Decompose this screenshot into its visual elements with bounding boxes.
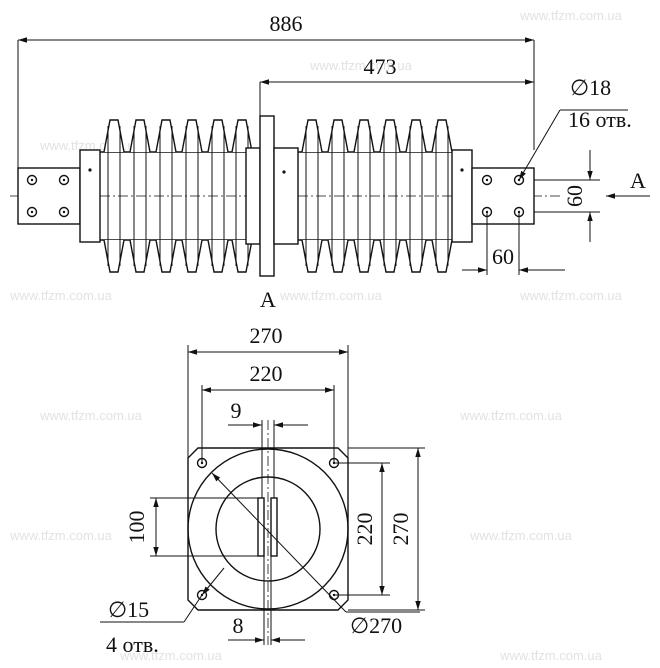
watermark-layer: www.tfzm.com.ua www.tfzm.com.ua www.tfzm… xyxy=(9,8,623,663)
insulator-shed xyxy=(379,119,401,273)
dim-circle-diameter: ∅270 xyxy=(350,613,402,638)
insulator-shed-edge xyxy=(409,126,423,266)
left-end-cap xyxy=(79,149,101,243)
insulator-shed-edge xyxy=(383,126,397,266)
insulator-shed-edge xyxy=(159,126,173,266)
watermark: www.tfzm.com.ua xyxy=(39,408,143,423)
dim-bolt-hole-count: 4 отв. xyxy=(106,632,159,657)
insulator-shed-edge xyxy=(305,126,319,266)
dim-slot-height: 100 xyxy=(124,511,149,544)
mid-flange-ring xyxy=(245,147,261,245)
dim-bolt-pitch-y: 220 xyxy=(352,513,377,546)
insulator-shed xyxy=(327,119,349,273)
insulator-sheds xyxy=(103,119,453,273)
insulator-shed-edge xyxy=(357,126,371,266)
dim-hole-spacing-horizontal: 60 xyxy=(492,244,514,269)
end-view-title: A xyxy=(260,287,276,312)
watermark: www.tfzm.com.ua xyxy=(9,288,113,303)
right-end-cap xyxy=(451,149,473,243)
dim-hole-count: 16 отв. xyxy=(568,107,632,132)
watermark: www.tfzm.com.ua xyxy=(309,58,413,73)
insulator-shed xyxy=(405,119,427,273)
insulator-shed-edge xyxy=(211,126,225,266)
dim-bolt-hole-diameter: ∅15 xyxy=(108,597,149,622)
flange-plate xyxy=(187,447,349,611)
side-view xyxy=(10,115,560,277)
insulator-shed-edge xyxy=(185,126,199,266)
mid-flange-hub xyxy=(273,147,299,245)
insulator-shed-edge xyxy=(435,126,449,266)
insulator-shed xyxy=(431,119,453,273)
dim-slot-gap: 9 xyxy=(231,398,242,423)
dim-overall-length: 886 xyxy=(270,11,303,36)
end-view: A xyxy=(187,287,349,645)
watermark: www.tfzm.com.ua xyxy=(279,288,383,303)
watermark: www.tfzm.com.ua xyxy=(119,648,223,663)
dim-slot-width: 8 xyxy=(233,613,244,638)
dim-flange-height: 270 xyxy=(388,513,413,546)
insulator-shed xyxy=(207,119,229,273)
insulator-shed xyxy=(181,119,203,273)
watermark: www.tfzm.com.ua xyxy=(9,528,113,543)
insulator-shed-edge xyxy=(133,126,147,266)
left-pad-holes xyxy=(26,174,70,218)
dim-flange-width: 270 xyxy=(250,323,283,348)
watermark: www.tfzm.com.ua xyxy=(469,528,573,543)
slot-left xyxy=(257,497,265,557)
watermark: www.tfzm.com.ua xyxy=(499,648,603,663)
watermark: www.tfzm.com.ua xyxy=(459,408,563,423)
side-view-dimensions: 886 473 ∅18 16 отв. 60 A 60 xyxy=(17,11,650,275)
dim-hole-spacing-vertical: 60 xyxy=(562,185,587,207)
watermark: www.tfzm.com.ua xyxy=(519,8,623,23)
end-view-dimensions: 270 220 9 100 220 270 ∅15 4 отв. xyxy=(100,323,425,657)
insulator-shed xyxy=(231,119,253,273)
dim-flange-to-end: 473 xyxy=(364,54,397,79)
insulator-shed xyxy=(155,119,177,273)
insulator-shed xyxy=(301,119,323,273)
insulator-shed-edge xyxy=(107,126,121,266)
view-arrow-label: A xyxy=(630,168,646,193)
mid-flange-plate xyxy=(259,115,275,277)
dim-hole-diameter: ∅18 xyxy=(570,75,611,100)
insulator-shed xyxy=(353,119,375,273)
dim-bolt-pitch-x: 220 xyxy=(250,361,283,386)
left-terminal-pad xyxy=(17,167,81,225)
insulator-shed xyxy=(129,119,151,273)
slot-right xyxy=(270,497,278,557)
watermark: www.tfzm.com.ua xyxy=(519,288,623,303)
insulator-shed xyxy=(103,119,125,273)
right-terminal-pad xyxy=(471,167,535,225)
insulator-shed-edge xyxy=(331,126,345,266)
